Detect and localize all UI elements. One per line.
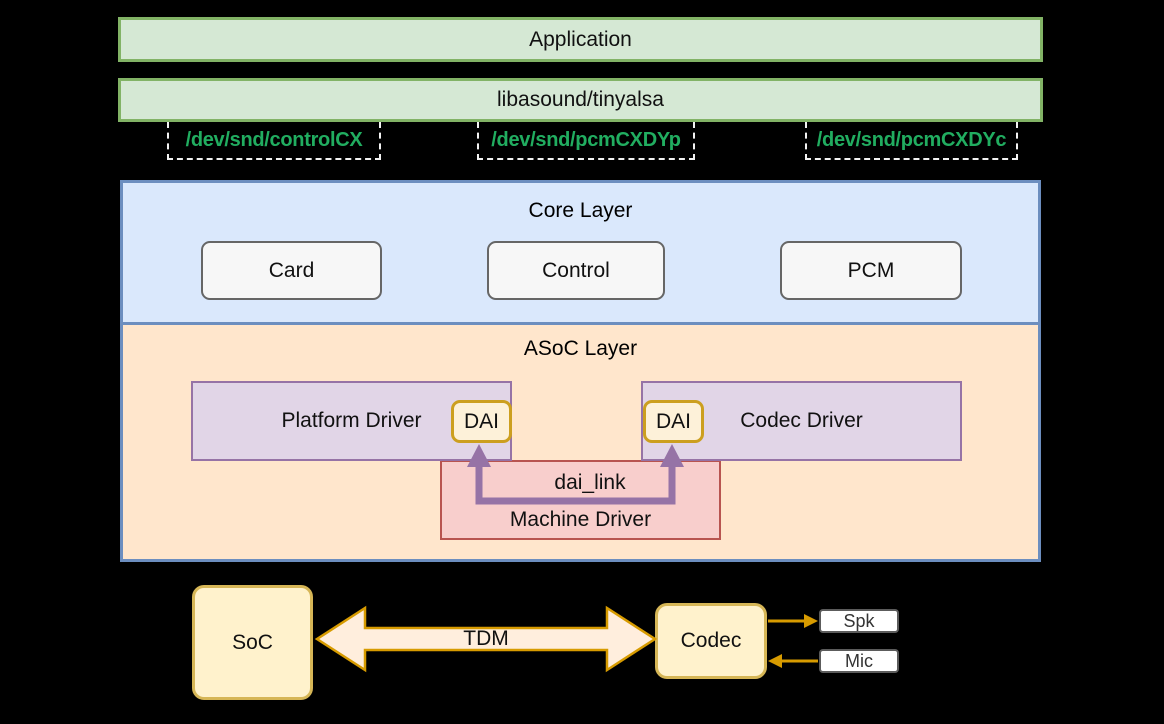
device-node-controlcx: /dev/snd/controlCX: [167, 122, 381, 160]
mic-label: Mic: [845, 650, 873, 671]
device-node-pcm-capture-label: /dev/snd/pcmCXDYc: [816, 128, 1007, 151]
codec-driver-label: Codec Driver: [740, 409, 863, 432]
codec-dai-box: DAI: [643, 400, 704, 443]
control-label: Control: [542, 258, 610, 282]
core-layer-title: Core Layer: [528, 199, 633, 222]
card-label: Card: [268, 258, 315, 282]
device-node-pcm-playback: /dev/snd/pcmCXDYp: [477, 122, 695, 160]
platform-driver-label: Platform Driver: [281, 409, 422, 432]
codec-chip-label: Codec: [680, 629, 742, 652]
library-layer-label: libasound/tinyalsa: [497, 88, 664, 111]
codec-dai-label: DAI: [655, 409, 691, 433]
codec-to-spk-arrow: [768, 614, 818, 628]
speaker-box: Spk: [819, 609, 899, 633]
platform-driver-box: Platform Driver: [191, 381, 512, 461]
device-node-pcm-capture: /dev/snd/pcmCXDYc: [805, 122, 1018, 160]
mic-box: Mic: [819, 649, 899, 673]
platform-dai-box: DAI: [451, 400, 512, 443]
pcm-label: PCM: [847, 258, 895, 282]
application-layer-box: Application: [118, 17, 1043, 62]
tdm-bus-label: TDM: [463, 627, 509, 650]
machine-driver-label: Machine Driver: [509, 508, 652, 531]
core-component-pcm: PCM: [780, 241, 962, 300]
core-component-card: Card: [201, 241, 382, 300]
library-layer-box: libasound/tinyalsa: [118, 78, 1043, 122]
device-node-pcm-playback-label: /dev/snd/pcmCXDYp: [491, 128, 681, 151]
platform-dai-label: DAI: [463, 409, 499, 433]
soc-box: SoC: [192, 585, 313, 700]
core-component-control: Control: [487, 241, 665, 300]
dai-link-label: dai_link: [554, 471, 626, 494]
mic-to-codec-arrow: [768, 654, 818, 668]
speaker-label: Spk: [843, 610, 875, 631]
codec-chip-box: Codec: [655, 603, 767, 679]
codec-driver-box: Codec Driver: [641, 381, 962, 461]
application-layer-label: Application: [529, 27, 632, 51]
device-node-controlcx-label: /dev/snd/controlCX: [185, 128, 363, 151]
soc-label: SoC: [232, 630, 273, 654]
asoc-layer-title: ASoC Layer: [523, 337, 638, 360]
